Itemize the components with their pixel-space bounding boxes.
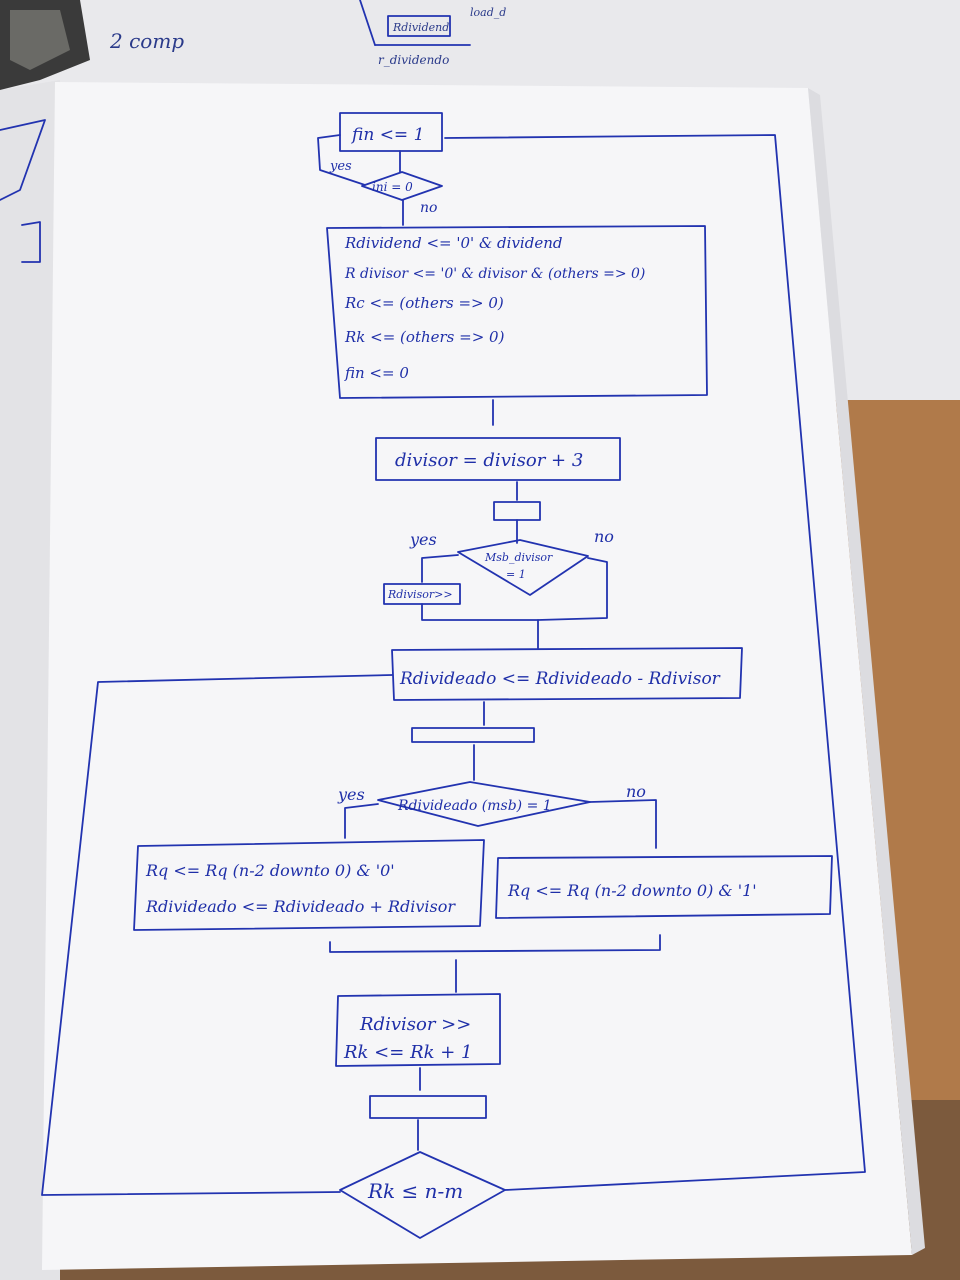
bg-note-box bbox=[387, 15, 451, 37]
branch-join-line bbox=[329, 934, 661, 953]
dividend-yes-line bbox=[344, 803, 379, 839]
yes-branch-line2: Rdivideado <= Rdivideado + Rdivisor bbox=[145, 897, 456, 916]
msb-decision-diamond bbox=[457, 539, 589, 596]
left-paper-edge bbox=[0, 80, 60, 1280]
bg-note-line bbox=[359, 0, 376, 46]
bg-note-side-label: load_d bbox=[470, 6, 506, 19]
outer-loop-line bbox=[444, 134, 866, 1191]
bg-note-comp: 2 comp bbox=[109, 29, 184, 53]
bg-note-box-label: Rdividend bbox=[392, 21, 449, 34]
bg-note-bottom-label: r_dividendo bbox=[378, 53, 449, 67]
subtract-box-text: Rdivideado <= Rdivideado - Rdivisor bbox=[399, 669, 721, 689]
loop-decision-diamond bbox=[339, 1151, 506, 1239]
divisor-box bbox=[375, 437, 621, 481]
update-line1: Rdivisor >> bbox=[359, 1014, 471, 1035]
msb-yes-line bbox=[421, 554, 459, 583]
main-paper-sheet bbox=[42, 82, 912, 1270]
dividend-decision-text: Rdivideado (msb) = 1 bbox=[397, 798, 552, 814]
loop-decision-text: Rk ≤ n-m bbox=[367, 1179, 463, 1203]
update-box bbox=[335, 993, 501, 1067]
start-box-text: fin <= 1 bbox=[350, 125, 424, 145]
msb-decision-line2: = 1 bbox=[506, 568, 526, 581]
yes-label-2: yes bbox=[409, 530, 437, 549]
shift-box-text: Rdivisor>> bbox=[387, 588, 453, 601]
inner-loop-line bbox=[41, 674, 393, 1196]
msb-no-line bbox=[537, 557, 608, 621]
yes-label-1: yes bbox=[329, 159, 352, 174]
update-line2: Rk <= Rk + 1 bbox=[343, 1042, 473, 1063]
msb-decision-line1: Msb_divisor bbox=[484, 551, 553, 564]
merge-box-2 bbox=[411, 727, 535, 743]
bg-note-box-left bbox=[21, 221, 41, 263]
start-decision-diamond bbox=[361, 171, 443, 201]
subtract-box bbox=[391, 647, 743, 701]
start-decision-text: ini = 0 bbox=[372, 180, 413, 194]
dividend-no-line bbox=[589, 799, 657, 849]
init-line-2: R divisor <= '0' & divisor & (others => … bbox=[344, 266, 645, 282]
init-line-3: Rc <= (others => 0) bbox=[344, 294, 504, 312]
init-box bbox=[326, 225, 708, 399]
yes-label-3: yes bbox=[337, 785, 365, 804]
no-branch-box bbox=[495, 855, 833, 919]
no-label-1: no bbox=[420, 200, 437, 216]
yes-branch-box bbox=[133, 839, 485, 931]
no-label-2: no bbox=[594, 527, 614, 546]
shift-to-subtract-line bbox=[421, 603, 539, 649]
init-line-4: Rk <= (others => 0) bbox=[344, 328, 505, 346]
init-line-1: Rdividend <= '0' & dividend bbox=[344, 234, 562, 252]
start-box bbox=[339, 112, 443, 152]
yes-branch-line1: Rq <= Rq (n-2 downto 0) & '0' bbox=[145, 861, 395, 880]
merge-box-3 bbox=[369, 1095, 487, 1119]
divisor-box-text: divisor = divisor + 3 bbox=[395, 450, 583, 471]
yes-loop-line bbox=[317, 134, 366, 186]
no-branch-line1: Rq <= Rq (n-2 downto 0) & '1' bbox=[507, 881, 757, 900]
no-label-3: no bbox=[626, 782, 646, 801]
init-line-5: fin <= 0 bbox=[344, 364, 409, 382]
bg-note-shape-left bbox=[0, 119, 46, 201]
dark-object-highlight bbox=[10, 10, 70, 70]
paper-shadow-edge bbox=[808, 88, 925, 1255]
